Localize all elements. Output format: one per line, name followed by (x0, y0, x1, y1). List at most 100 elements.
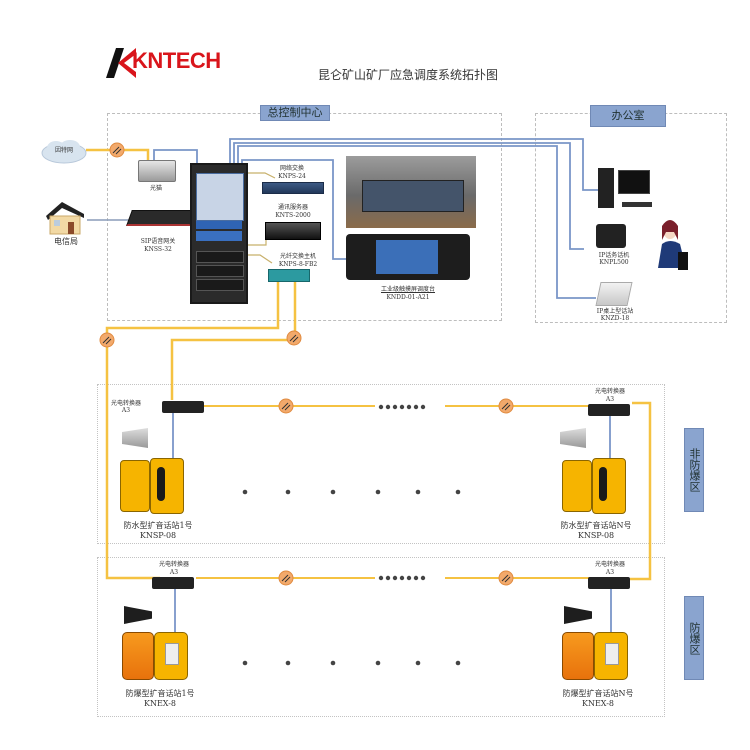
operator-icon (658, 220, 688, 270)
fiber-node-icon (286, 330, 302, 346)
ethernet-line-fiber-switch (242, 254, 273, 264)
station-ex-left-name: 防爆型扩音话站1号 (125, 689, 195, 698)
network-switch-model: KNPS-24 (278, 173, 306, 180)
fiber-node-icon (109, 142, 125, 158)
cabinet-unit (196, 251, 244, 263)
gateway-icon (126, 210, 196, 226)
fiber-node-icon (278, 570, 294, 586)
converter-icon (152, 577, 194, 589)
fiber-node-icon (498, 570, 514, 586)
fiber-node-icon (498, 398, 514, 414)
converter-ex-left: 光电转换器 A3 (152, 561, 196, 589)
converter-nx-left-model: A3 (121, 407, 131, 414)
control-center-tag: 总控制中心 (260, 105, 330, 121)
phone-icon (596, 224, 626, 248)
handset-icon (599, 467, 607, 501)
office-tag: 办公室 (590, 105, 666, 127)
converter-nx-right-name: 光电转换器 (594, 388, 625, 395)
sip-gateway-name: SIP语音网关 (140, 238, 176, 245)
cabinet-chassis-icon (196, 173, 244, 221)
converter-icon (162, 401, 204, 413)
sip-gateway-model: KNSS-32 (144, 246, 172, 253)
horn-speaker-icon (560, 428, 586, 448)
converter-nx-left: 光电转换器 A3 (108, 400, 204, 418)
converter-ex-right: 光电转换器 A3 (588, 561, 632, 589)
explosion-proof-phone-icon (154, 632, 188, 680)
console-model: KNDD-01-A21 (386, 294, 430, 301)
fiber-line-right-loop (630, 401, 652, 581)
converter-ex-left-name: 光电转换器 (158, 561, 189, 568)
fiber-line-trunk-left (105, 282, 280, 580)
fiber-node-icon (99, 332, 115, 348)
continuation-dots-stations (242, 489, 461, 666)
ethernet-line-intercom (237, 145, 596, 299)
phone-door-icon (562, 460, 592, 512)
phone-door-icon (122, 632, 154, 680)
internet-label: 因特网 (54, 147, 73, 154)
ethernet-line-computer (229, 138, 598, 191)
comm-server-name: 通讯服务器 (277, 204, 308, 211)
console-icon (346, 234, 470, 280)
keyboard-icon (622, 202, 652, 207)
logo-text: KNTECH (132, 48, 221, 73)
station-ex-right-name: 防爆型扩音话站N号 (562, 689, 634, 698)
network-switch-name: 网络交换 (279, 165, 304, 172)
fiber-line-internet (86, 148, 150, 160)
office-computer (598, 168, 656, 212)
monitor-wall-icon (362, 180, 464, 212)
logo-mark-icon (106, 48, 136, 78)
switch-icon (262, 182, 324, 194)
continuation-dots-line (378, 404, 426, 581)
ethernet-line-console (241, 159, 347, 260)
comm-server: 通讯服务器 KNTS-2000 (265, 204, 321, 246)
intercom-model: KNZD-18 (600, 315, 630, 322)
intercom-name: IP桌上型话站 (596, 308, 634, 315)
fiber-switch-name: 光纤交换主机 (279, 253, 316, 260)
server-icon (265, 222, 321, 240)
phone-door-icon (120, 460, 150, 512)
station-ex-left: 防爆型扩音话站1号 KNEX-8 (120, 606, 210, 712)
fiber-switch-model: KNPS-8-FB2 (278, 261, 318, 268)
converter-icon (588, 577, 630, 589)
fiber-node-icon (278, 398, 294, 414)
network-switch: 网络交换 KNPS-24 (262, 165, 324, 195)
kntech-logo: KNTECH (106, 46, 226, 80)
ip-phone-model: KNPL500 (599, 259, 629, 266)
non-explosion-zone (97, 384, 665, 544)
telecom-house: 电信局 (44, 200, 88, 250)
cabinet-panel (196, 231, 242, 241)
pc-tower-icon (598, 168, 614, 208)
internet-cloud: 因特网 (40, 138, 88, 164)
station-nx-left-name: 防水型扩音话站1号 (123, 521, 193, 530)
station-nx-right: 防水型扩音话站N号 KNSP-08 (560, 428, 650, 540)
fiber-line-trunk-top (170, 282, 297, 400)
explosion-proof-horn-icon (124, 606, 152, 624)
optical-modem-label: 光猫 (149, 185, 162, 192)
server-cabinet (190, 163, 248, 304)
diagram-title: 昆仑矿山矿厂应急调度系统拓扑图 (318, 68, 499, 82)
station-ex-left-model: KNEX-8 (143, 699, 177, 708)
converter-ex-right-name: 光电转换器 (594, 561, 625, 568)
keypad-icon (165, 643, 179, 665)
explosion-proof-phone-icon (594, 632, 628, 680)
explosion-tag: 防爆区 (684, 596, 704, 680)
handset-icon (157, 467, 165, 501)
station-nx-left-model: KNSP-08 (139, 531, 177, 540)
comm-server-model: KNTS-2000 (275, 212, 311, 219)
office-operator (652, 218, 692, 274)
dispatch-console: 工业级触摸屏调度台 KNDD-01-A21 (346, 234, 474, 306)
station-ex-right-model: KNEX-8 (581, 699, 615, 708)
station-nx-right-name: 防水型扩音话站N号 (560, 521, 632, 530)
converter-icon (588, 404, 630, 416)
station-ex-right: 防爆型扩音话站N号 KNEX-8 (562, 606, 652, 712)
waterproof-phone-icon (592, 458, 626, 514)
ethernet-line-modem (153, 149, 198, 165)
horn-speaker-icon (122, 428, 148, 448)
converter-nx-right: 光电转换器 A3 (588, 388, 632, 416)
ip-phone-name: IP话务话机 (598, 252, 630, 259)
explosion-zone (97, 557, 665, 717)
non-explosion-tag: 非防爆区 (684, 428, 704, 512)
intercom-icon (595, 282, 633, 306)
explosion-proof-horn-icon (564, 606, 592, 624)
